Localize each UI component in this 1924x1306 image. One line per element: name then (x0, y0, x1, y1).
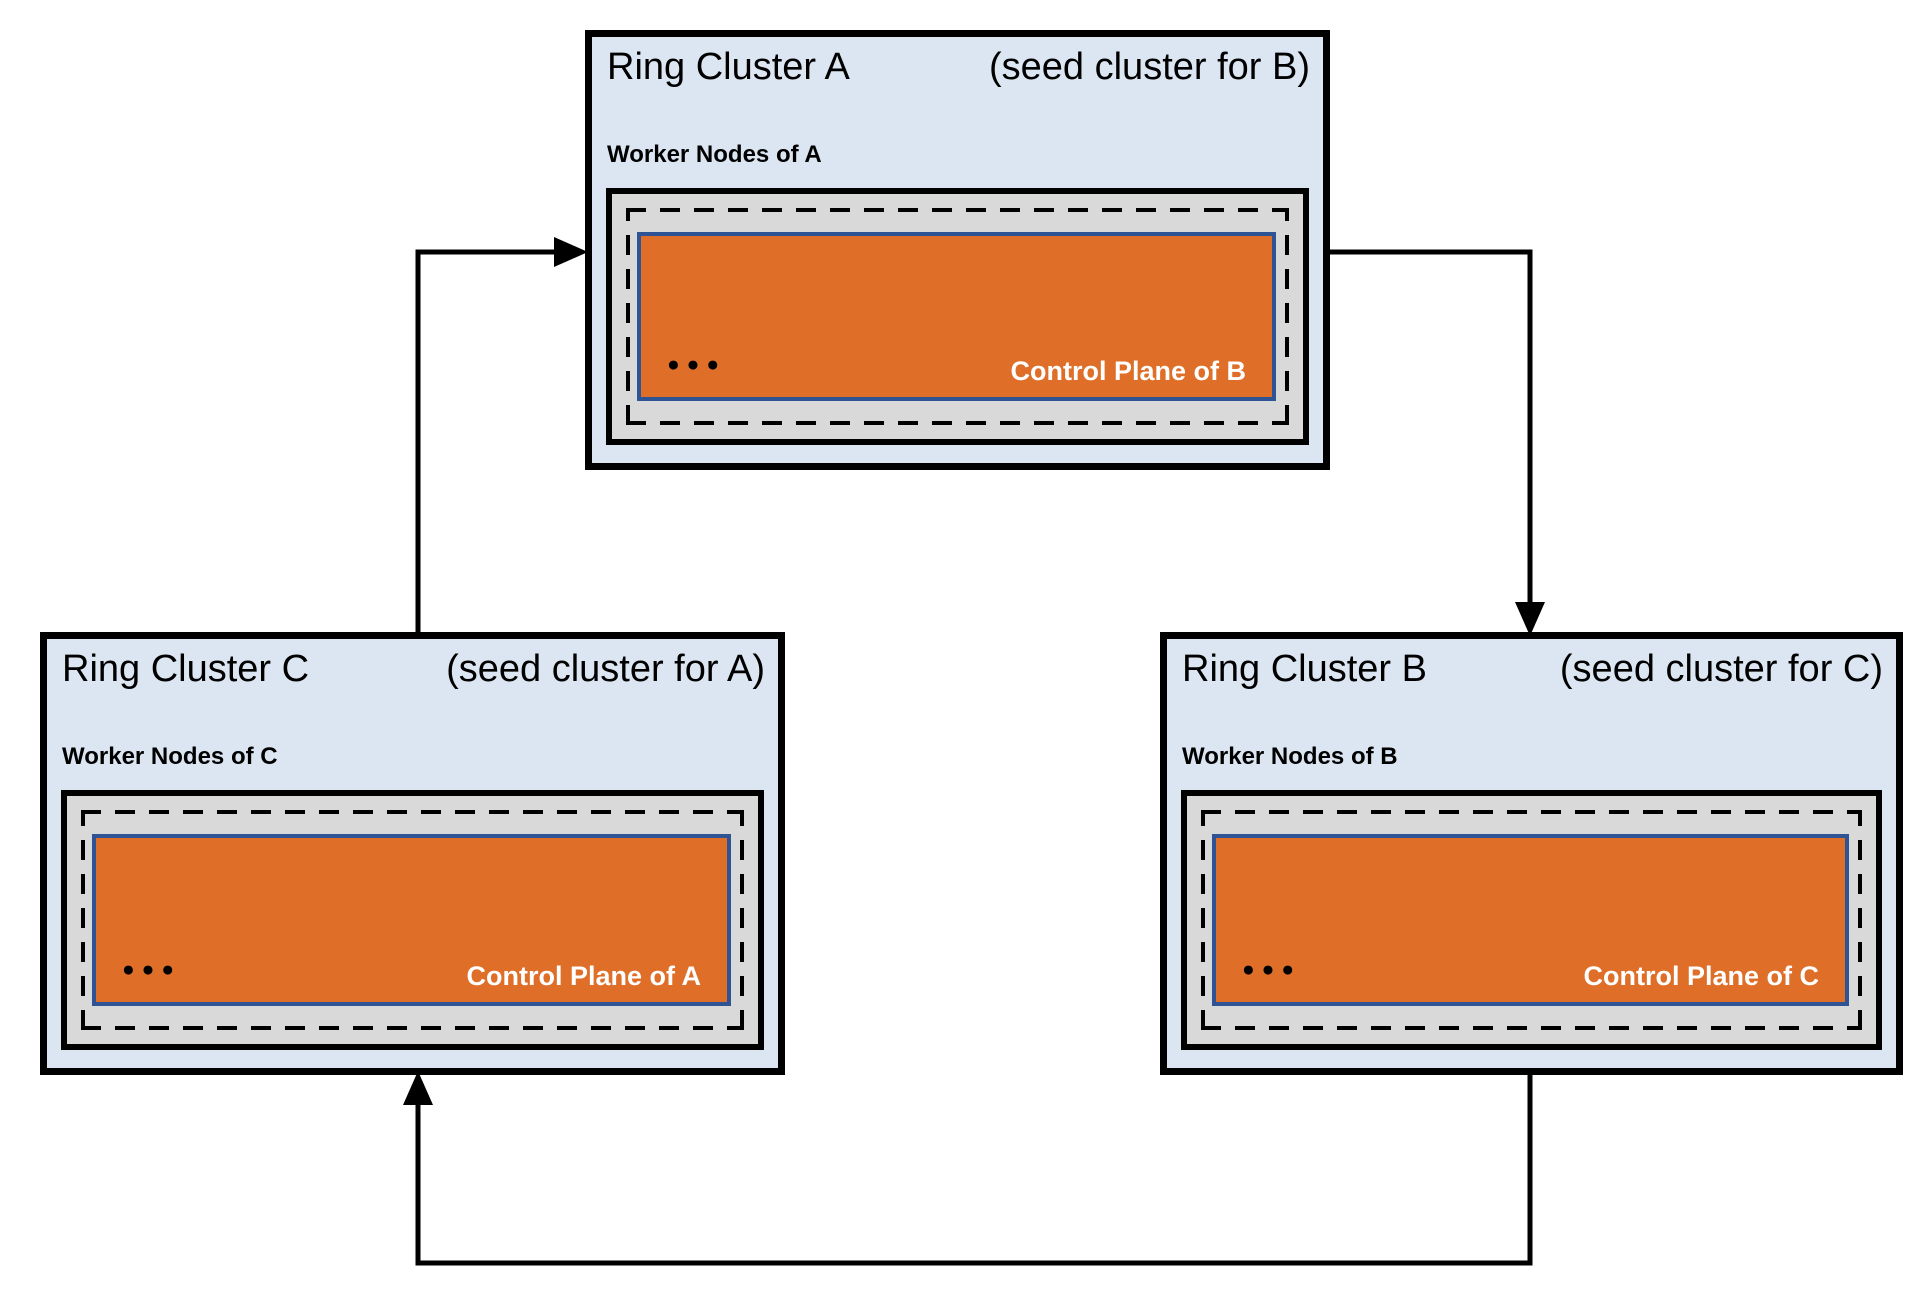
ellipsis-icon: ●●● (667, 353, 727, 376)
ring-cluster-b: Ring Cluster B (seed cluster for C) Work… (1160, 632, 1903, 1075)
cluster-b-control-plane-label: Control Plane of C (1583, 960, 1820, 991)
ellipsis-icon: ●●● (1242, 958, 1302, 981)
cluster-c-control-plane-label: Control Plane of A (466, 960, 702, 991)
cluster-c-worker-nodes-label: Worker Nodes of C (62, 743, 278, 770)
cluster-b-dashed-boundary: ●●● Control Plane of C (1201, 810, 1862, 1030)
cluster-c-seed-note: (seed cluster for A) (446, 648, 765, 690)
cluster-b-worker-nodes-box: ●●● Control Plane of C (1181, 790, 1882, 1050)
arrow-c-to-a (415, 237, 588, 632)
cluster-a-title: Ring Cluster A (seed cluster for B) (607, 43, 1310, 92)
ring-cluster-c: Ring Cluster C (seed cluster for A) Work… (40, 632, 785, 1075)
cluster-b-control-plane-box: ●●● Control Plane of C (1212, 834, 1849, 1006)
ring-cluster-a: Ring Cluster A (seed cluster for B) Work… (585, 30, 1330, 470)
arrow-b-to-c (403, 1070, 1533, 1266)
cluster-c-control-plane-box: ●●● Control Plane of A (92, 834, 731, 1006)
cluster-a-control-plane-box: ●●● Control Plane of B (637, 232, 1276, 401)
cluster-b-title: Ring Cluster B (seed cluster for C) (1182, 645, 1883, 694)
cluster-b-name: Ring Cluster B (1182, 648, 1427, 690)
cluster-c-worker-nodes-box: ●●● Control Plane of A (61, 790, 764, 1050)
cluster-a-worker-nodes-label: Worker Nodes of A (607, 141, 822, 168)
arrow-a-to-b (1327, 249, 1545, 636)
cluster-b-worker-nodes-label: Worker Nodes of B (1182, 743, 1398, 770)
cluster-c-title: Ring Cluster C (seed cluster for A) (62, 645, 765, 694)
cluster-c-name: Ring Cluster C (62, 648, 310, 690)
cluster-a-seed-note: (seed cluster for B) (989, 46, 1310, 88)
ellipsis-icon: ●●● (122, 958, 182, 981)
cluster-a-control-plane-label: Control Plane of B (1010, 355, 1247, 386)
cluster-a-name: Ring Cluster A (607, 46, 850, 88)
cluster-a-dashed-boundary: ●●● Control Plane of B (626, 208, 1289, 425)
cluster-b-seed-note: (seed cluster for C) (1559, 648, 1883, 690)
cluster-a-worker-nodes-box: ●●● Control Plane of B (606, 188, 1309, 445)
cluster-c-dashed-boundary: ●●● Control Plane of A (81, 810, 744, 1030)
